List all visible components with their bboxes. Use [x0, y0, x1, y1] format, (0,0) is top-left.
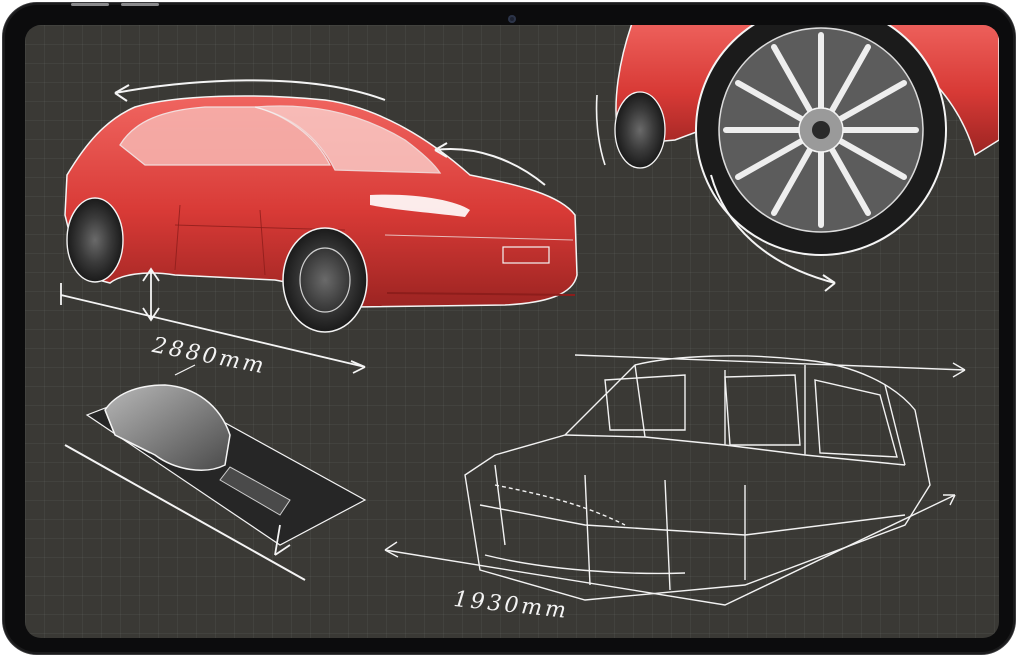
tablet-frame: 2880mm 1930mm — [3, 3, 1015, 654]
chassis-frame-sketch — [384, 354, 966, 606]
sketch-artwork — [60, 25, 999, 606]
volume-button — [71, 3, 109, 6]
front-camera — [508, 15, 516, 23]
wheel-closeup-sketch — [595, 25, 999, 292]
gear-shifter-sketch — [64, 364, 367, 581]
power-button — [121, 3, 159, 6]
sketch-canvas: 2880mm 1930mm — [25, 25, 999, 638]
red-suv-sketch — [60, 79, 578, 374]
